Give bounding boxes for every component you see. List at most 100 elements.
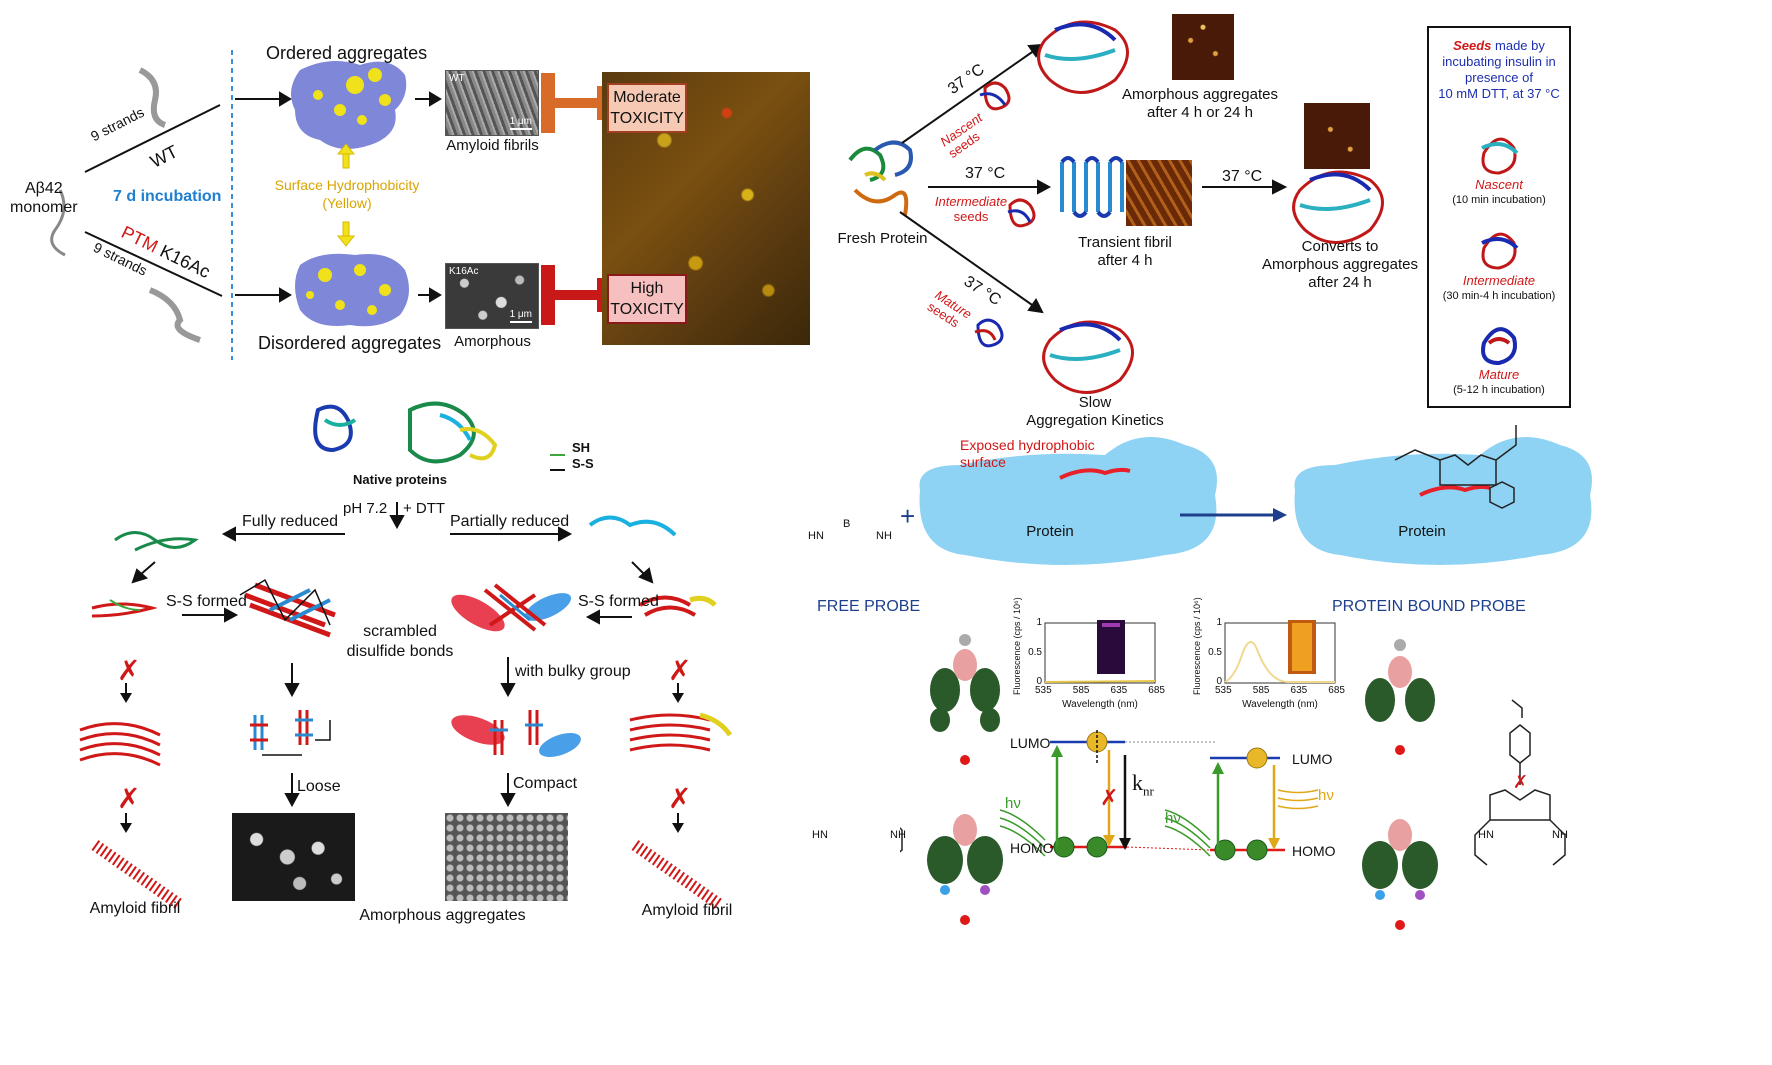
moderate-toxicity-label: TOXICITY xyxy=(610,110,684,127)
sem-compact-image xyxy=(445,813,568,901)
amorphous-label: Amorphous xyxy=(454,333,531,350)
legend-intermediate-time: (30 min-4 h incubation) xyxy=(1442,290,1556,302)
high-toxicity-label: TOXICITY xyxy=(610,301,684,318)
panel-d-graphics: ✗ ✗ xyxy=(900,425,1592,930)
svg-text:✗: ✗ xyxy=(1513,772,1528,792)
partially-reduced-chain xyxy=(588,515,677,537)
nh-label-top: NH xyxy=(876,530,892,542)
legend-intermediate-label: Intermediate xyxy=(1462,273,1536,288)
boron-label-top: B xyxy=(843,518,851,530)
svg-text:✗: ✗ xyxy=(117,655,140,686)
legend-line-4: 10 mM DTT, at 37 °C xyxy=(1438,86,1560,101)
compact-label: Compact xyxy=(513,775,578,792)
legend-nascent-label: Nascent xyxy=(1475,177,1523,192)
scrambled-disulfide-structure xyxy=(239,578,336,638)
panel-a-graphics xyxy=(50,50,605,360)
left-blocked-path: ✗ ✗ xyxy=(79,599,184,910)
ss-formed-right-label: S-S formed xyxy=(578,593,659,610)
wavelength-label-bound: Wavelength (nm) xyxy=(1242,699,1318,710)
monomer-structure xyxy=(50,67,201,343)
disordered-aggregate-model xyxy=(295,253,409,327)
ordered-aggregate-model xyxy=(291,61,407,149)
monomer-label-2: monomer xyxy=(10,199,78,216)
ytick: 0.5 xyxy=(1028,646,1042,658)
dtt-label: + DTT xyxy=(403,500,446,517)
xtick: 635 xyxy=(1290,685,1308,696)
legend-mature-time: (5-12 h incubation) xyxy=(1453,384,1545,396)
amorphous-top-label: Amorphous aggregates xyxy=(1122,86,1278,103)
scale-bar-wt: 1 μm xyxy=(509,116,532,127)
panel-c-graphics: ✗ ✗ xyxy=(79,401,733,910)
amyloid-fibril-right-label: Amyloid fibril xyxy=(641,902,733,919)
surface-hydrophobicity-label: Surface Hydrophobicity xyxy=(274,177,420,193)
xtick: 635 xyxy=(1110,685,1128,696)
lumo-label-bound: LUMO xyxy=(1292,751,1333,767)
compact-structure xyxy=(451,710,581,758)
native-proteins-label: Native proteins xyxy=(353,472,447,487)
orbital-homo-bound xyxy=(1362,819,1438,930)
converts-label-3: after 24 h xyxy=(1308,274,1372,291)
knr-label: knr xyxy=(1132,770,1154,799)
wt-inset-label: WT xyxy=(449,73,465,84)
afm-image-convert xyxy=(1304,103,1370,169)
protein-label-free: Protein xyxy=(1026,523,1074,540)
amyloid-fibrils-label: Amyloid fibrils xyxy=(446,137,539,154)
protein-shape-free xyxy=(919,437,1217,565)
afm-image-transient xyxy=(1126,160,1192,226)
high-toxicity-box: High TOXICITY xyxy=(607,274,687,324)
panel-a: Ordered aggregates Disordered aggregates… xyxy=(0,0,830,380)
nh-label-bottom-free: NH xyxy=(890,829,906,841)
slow-label-2: Aggregation Kinetics xyxy=(1026,412,1164,429)
intermediate-text: Intermediate xyxy=(934,194,1008,209)
protein-shape-bound xyxy=(1294,437,1592,565)
amorphous-top-label-2: after 4 h or 24 h xyxy=(1147,104,1253,121)
right-blocked-path: ✗ ✗ xyxy=(629,595,733,910)
ytick: 1 xyxy=(1216,617,1222,628)
energy-diagram-free: ✗ xyxy=(999,730,1216,858)
spectrum-free-plot xyxy=(1044,620,1156,684)
xtick: 585 xyxy=(1072,685,1090,696)
energy-diagram-bound xyxy=(1164,747,1319,861)
fresh-protein-structure xyxy=(848,140,913,216)
intermediate-seeds-text: seeds xyxy=(953,208,989,224)
bulky-group-structure xyxy=(451,583,572,632)
hv-label-bound: hν xyxy=(1165,810,1181,827)
aggregate-cluster-slow xyxy=(1042,320,1134,394)
ytick: 0 xyxy=(1216,676,1222,687)
bound-probe-molecule-lower xyxy=(1474,699,1566,866)
moderate-label: Moderate xyxy=(613,89,681,106)
slow-label: Slow xyxy=(1078,394,1112,411)
free-probe-molecule-lower xyxy=(900,826,903,853)
fresh-protein-label: Fresh Protein xyxy=(837,230,928,247)
partially-reduced-label: Partially reduced xyxy=(450,513,570,530)
high-label: High xyxy=(630,280,664,297)
temp-label-mid: 37 °C xyxy=(965,165,1006,182)
knr-k: k xyxy=(1132,770,1143,795)
legend-nascent-icon xyxy=(1481,137,1519,175)
fully-reduced-chain xyxy=(114,531,199,552)
xtick: 685 xyxy=(1148,685,1165,696)
hn-label-top: HN xyxy=(808,530,824,542)
panel-d: ✗ ✗ xyxy=(808,410,1772,1065)
free-probe-label: FREE PROBE xyxy=(817,598,921,615)
legend-line-1: made by xyxy=(1491,38,1545,53)
homo-label-bound: HOMO xyxy=(1292,843,1336,859)
svg-text:✗: ✗ xyxy=(1100,785,1118,810)
moderate-toxicity-box: Moderate TOXICITY xyxy=(607,83,687,133)
surface-hydrophobicity-sub: (Yellow) xyxy=(322,195,372,211)
plus-sign: + xyxy=(900,501,916,531)
xtick: 535 xyxy=(1215,685,1232,696)
ss-legend-label: S-S xyxy=(572,456,594,471)
xtick: 685 xyxy=(1328,685,1345,696)
ytick: 1 xyxy=(1036,617,1042,628)
f-axis-label-bound: Fluorescence (cps / 10⁶) xyxy=(1192,597,1202,695)
legend-nascent-time: (10 min incubation) xyxy=(1452,194,1546,206)
ss-formed-left-label: S-S formed xyxy=(166,593,247,610)
ytick: 0 xyxy=(1036,676,1042,687)
hv-label-free: hν xyxy=(1005,795,1021,812)
temp-label-convert: 37 °C xyxy=(1222,168,1263,185)
legend-seeds-word: Seeds xyxy=(1453,38,1492,53)
